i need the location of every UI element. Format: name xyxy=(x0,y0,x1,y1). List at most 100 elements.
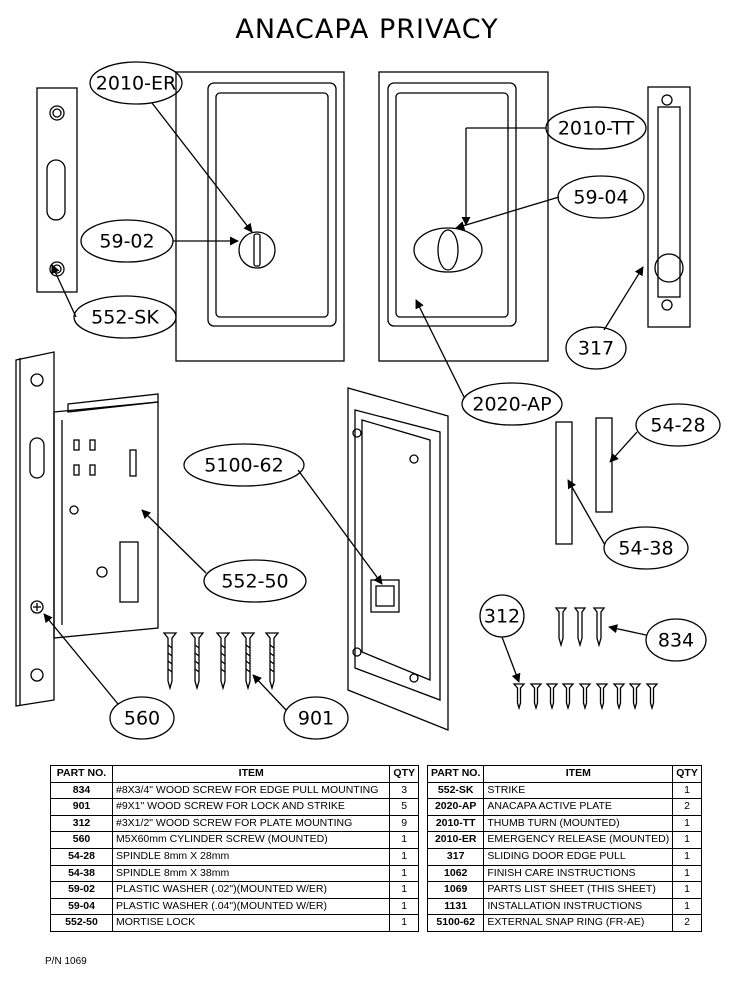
label-2010-tt: 2010-TT xyxy=(558,118,635,140)
parts-table-left: PART NO. ITEM QTY 834#8X3/4" WOOD SCREW … xyxy=(50,765,419,932)
part-no: 1131 xyxy=(426,897,485,916)
label-312: 312 xyxy=(484,606,520,628)
item: THUMB TURN (MOUNTED) xyxy=(483,814,674,833)
label-901: 901 xyxy=(298,708,334,730)
label-552-50: 552-50 xyxy=(221,571,288,593)
header-item: ITEM xyxy=(111,765,391,783)
strike-plate-552-sk xyxy=(36,87,78,293)
label-59-02: 59-02 xyxy=(99,231,154,253)
item: FINISH CARE INSTRUCTIONS xyxy=(483,864,674,883)
part-no: 560 xyxy=(50,831,113,849)
item: #3X1/2" WOOD SCREW FOR PLATE MOUNTING xyxy=(111,814,391,833)
item: SPINDLE 8mm X 38mm xyxy=(111,864,391,883)
qty: 2 xyxy=(672,914,702,932)
qty: 1 xyxy=(672,814,702,833)
qty: 9 xyxy=(389,814,419,833)
leader-lines xyxy=(43,102,647,711)
part-no: 2020-AP xyxy=(426,798,485,816)
label-2010-er: 2010-ER xyxy=(96,73,176,95)
qty: 1 xyxy=(672,897,702,916)
part-no: 2010-TT xyxy=(426,814,485,833)
qty: 1 xyxy=(672,831,702,849)
part-no: 834 xyxy=(50,781,113,800)
qty: 1 xyxy=(389,914,419,932)
qty: 1 xyxy=(672,781,702,800)
item: PLASTIC WASHER (.04")(MOUNTED W/ER) xyxy=(111,897,391,916)
callout-317 xyxy=(565,326,627,370)
label-2020-ap: 2020-AP xyxy=(472,394,551,416)
table-header-row: PART NO. ITEM QTY xyxy=(50,765,419,783)
item: #8X3/4" WOOD SCREW FOR EDGE PULL MOUNTIN… xyxy=(111,781,391,800)
table-row: 312#3X1/2" WOOD SCREW FOR PLATE MOUNTING… xyxy=(50,814,419,833)
screws-834 xyxy=(554,607,606,648)
callout-54-38 xyxy=(603,526,689,570)
callout-552-sk xyxy=(73,295,177,339)
header-item: ITEM xyxy=(483,765,674,783)
qty: 1 xyxy=(389,847,419,866)
item: MORTISE LOCK xyxy=(111,914,391,932)
label-834: 834 xyxy=(658,630,694,652)
callout-2010-er xyxy=(89,61,183,105)
part-no: 54-38 xyxy=(50,864,113,883)
qty: 1 xyxy=(672,864,702,883)
qty: 1 xyxy=(389,897,419,916)
header-part-no: PART NO. xyxy=(426,765,485,783)
part-no: 54-28 xyxy=(50,847,113,866)
qty: 1 xyxy=(389,831,419,849)
part-no: 59-04 xyxy=(50,897,113,916)
item: #9X1" WOOD SCREW FOR LOCK AND STRIKE xyxy=(111,798,391,816)
thumb-turn-plate xyxy=(378,71,549,362)
callout-54-28 xyxy=(635,403,721,447)
item: SLIDING DOOR EDGE PULL xyxy=(483,847,674,866)
screws-901 xyxy=(162,632,280,691)
label-54-38: 54-38 xyxy=(618,538,673,560)
item: EXTERNAL SNAP RING (FR-AE) xyxy=(483,914,674,932)
callout-560 xyxy=(109,696,175,740)
part-no: 552-SK xyxy=(426,781,485,800)
item: PARTS LIST SHEET (THIS SHEET) xyxy=(483,881,674,899)
edge-pull-317 xyxy=(647,86,691,328)
callout-552-50 xyxy=(203,559,307,603)
header-part-no: PART NO. xyxy=(50,765,113,783)
callout-901 xyxy=(283,696,349,740)
item: ANACAPA ACTIVE PLATE xyxy=(483,798,674,816)
item: SPINDLE 8mm X 28mm xyxy=(111,847,391,866)
label-5100-62: 5100-62 xyxy=(204,455,283,477)
part-no: 1062 xyxy=(426,864,485,883)
screws-312 xyxy=(512,683,659,711)
label-59-04: 59-04 xyxy=(573,187,628,209)
qty: 3 xyxy=(389,781,419,800)
emergency-release-plate xyxy=(175,71,345,362)
item: M5X60mm CYLINDER SCREW (MOUNTED) xyxy=(111,831,391,849)
label-552-sk: 552-SK xyxy=(91,307,159,329)
part-no: 5100-62 xyxy=(426,914,485,932)
part-no: 317 xyxy=(426,847,485,866)
exploded-parts-drawing: 2010-ER 59-02 552-SK 2010-TT 59-04 317 2… xyxy=(15,61,721,740)
item: PLASTIC WASHER (.02")(MOUNTED W/ER) xyxy=(111,881,391,899)
label-317: 317 xyxy=(578,338,614,360)
header-qty: QTY xyxy=(389,765,419,783)
table-header-row: PART NO. ITEM QTY xyxy=(426,765,702,783)
label-560: 560 xyxy=(124,708,160,730)
part-no: 901 xyxy=(50,798,113,816)
part-no: 59-02 xyxy=(50,881,113,899)
callout-5100-62 xyxy=(183,443,305,487)
part-no: 2010-ER xyxy=(426,831,485,849)
table-row: 834#8X3/4" WOOD SCREW FOR EDGE PULL MOUN… xyxy=(50,781,419,800)
diagram-title: ANACAPA PRIVACY xyxy=(235,14,499,45)
qty: 2 xyxy=(672,798,702,816)
mortise-lock-552-50 xyxy=(15,351,159,707)
